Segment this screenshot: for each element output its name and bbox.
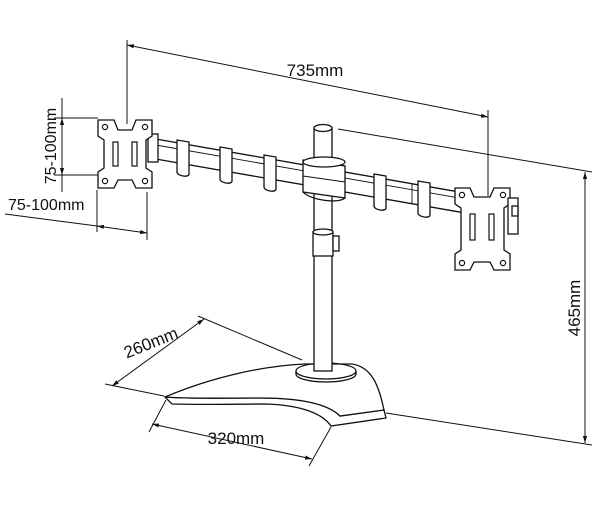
right-arm [339, 170, 465, 214]
right-arm-inner-line [339, 176, 465, 200]
plate-bracket [147, 133, 159, 163]
extension-line [148, 399, 167, 433]
dimension-label-vesa-horizontal: 75-100mm [8, 197, 84, 214]
dimension-label-base-depth: 260mm [121, 323, 181, 362]
cable-clips [176, 139, 431, 218]
dimension-label-vesa-vertical: 75-100mm [43, 108, 60, 184]
mount-hole [458, 191, 466, 199]
left-vesa-plate [97, 119, 159, 189]
dimension-base-width: 320mm [148, 399, 332, 467]
plate-slot [112, 141, 119, 167]
extension-line [104, 383, 165, 397]
dimension-line [126, 44, 489, 118]
mount-hole [499, 191, 507, 199]
right-vesa-plate [454, 187, 519, 271]
cable-clip [417, 180, 431, 218]
mount-hole [101, 177, 109, 185]
clamp-top [312, 228, 334, 236]
plate-outline [97, 119, 153, 189]
dimension-arm-span: 735mm [126, 40, 489, 196]
dimension-label-base-width: 320mm [208, 429, 265, 448]
mount-hole [499, 259, 507, 267]
dimension-label-arm-span: 735mm [287, 61, 344, 80]
cable-clip [176, 139, 190, 177]
plate-outline [454, 187, 511, 271]
mount-hole [101, 123, 109, 131]
extension-line [337, 128, 593, 173]
right-arm-tube [339, 170, 465, 214]
base-top-surface [164, 363, 385, 417]
dimension-line [96, 224, 148, 235]
dimension-line [151, 423, 313, 460]
pole-top-cap [313, 123, 333, 133]
collar-top [302, 156, 346, 168]
extension-line [308, 426, 332, 467]
plate-bracket-knob [511, 205, 519, 217]
pole-arm-collar [302, 156, 346, 202]
cable-clip [219, 146, 233, 184]
dimension-overall-height: 465mm [337, 128, 593, 446]
collar-bottom [302, 191, 346, 202]
plate-slot [488, 213, 495, 241]
dimension-vesa-vertical: 75-100mm [43, 98, 98, 192]
extension-line [197, 315, 303, 361]
leader-line [4, 213, 98, 227]
mount-hole [141, 177, 149, 185]
base-boss-rim [295, 371, 357, 374]
plate-slot [469, 213, 476, 241]
cable-clip [373, 173, 387, 211]
extension-line [385, 412, 593, 446]
collar-seam [302, 175, 346, 183]
clamp-knob [332, 235, 340, 252]
mount-hole [141, 123, 149, 131]
mount-hole [458, 259, 466, 267]
dimension-line [111, 318, 205, 387]
dimension-label-overall-height: 465mm [565, 280, 584, 337]
pole-lower-clamp [312, 228, 340, 257]
dimension-vesa-horizontal: 75-100mm [4, 190, 148, 240]
plate-slot [131, 141, 138, 167]
stand-base [163, 362, 387, 427]
cable-clip [263, 154, 277, 192]
